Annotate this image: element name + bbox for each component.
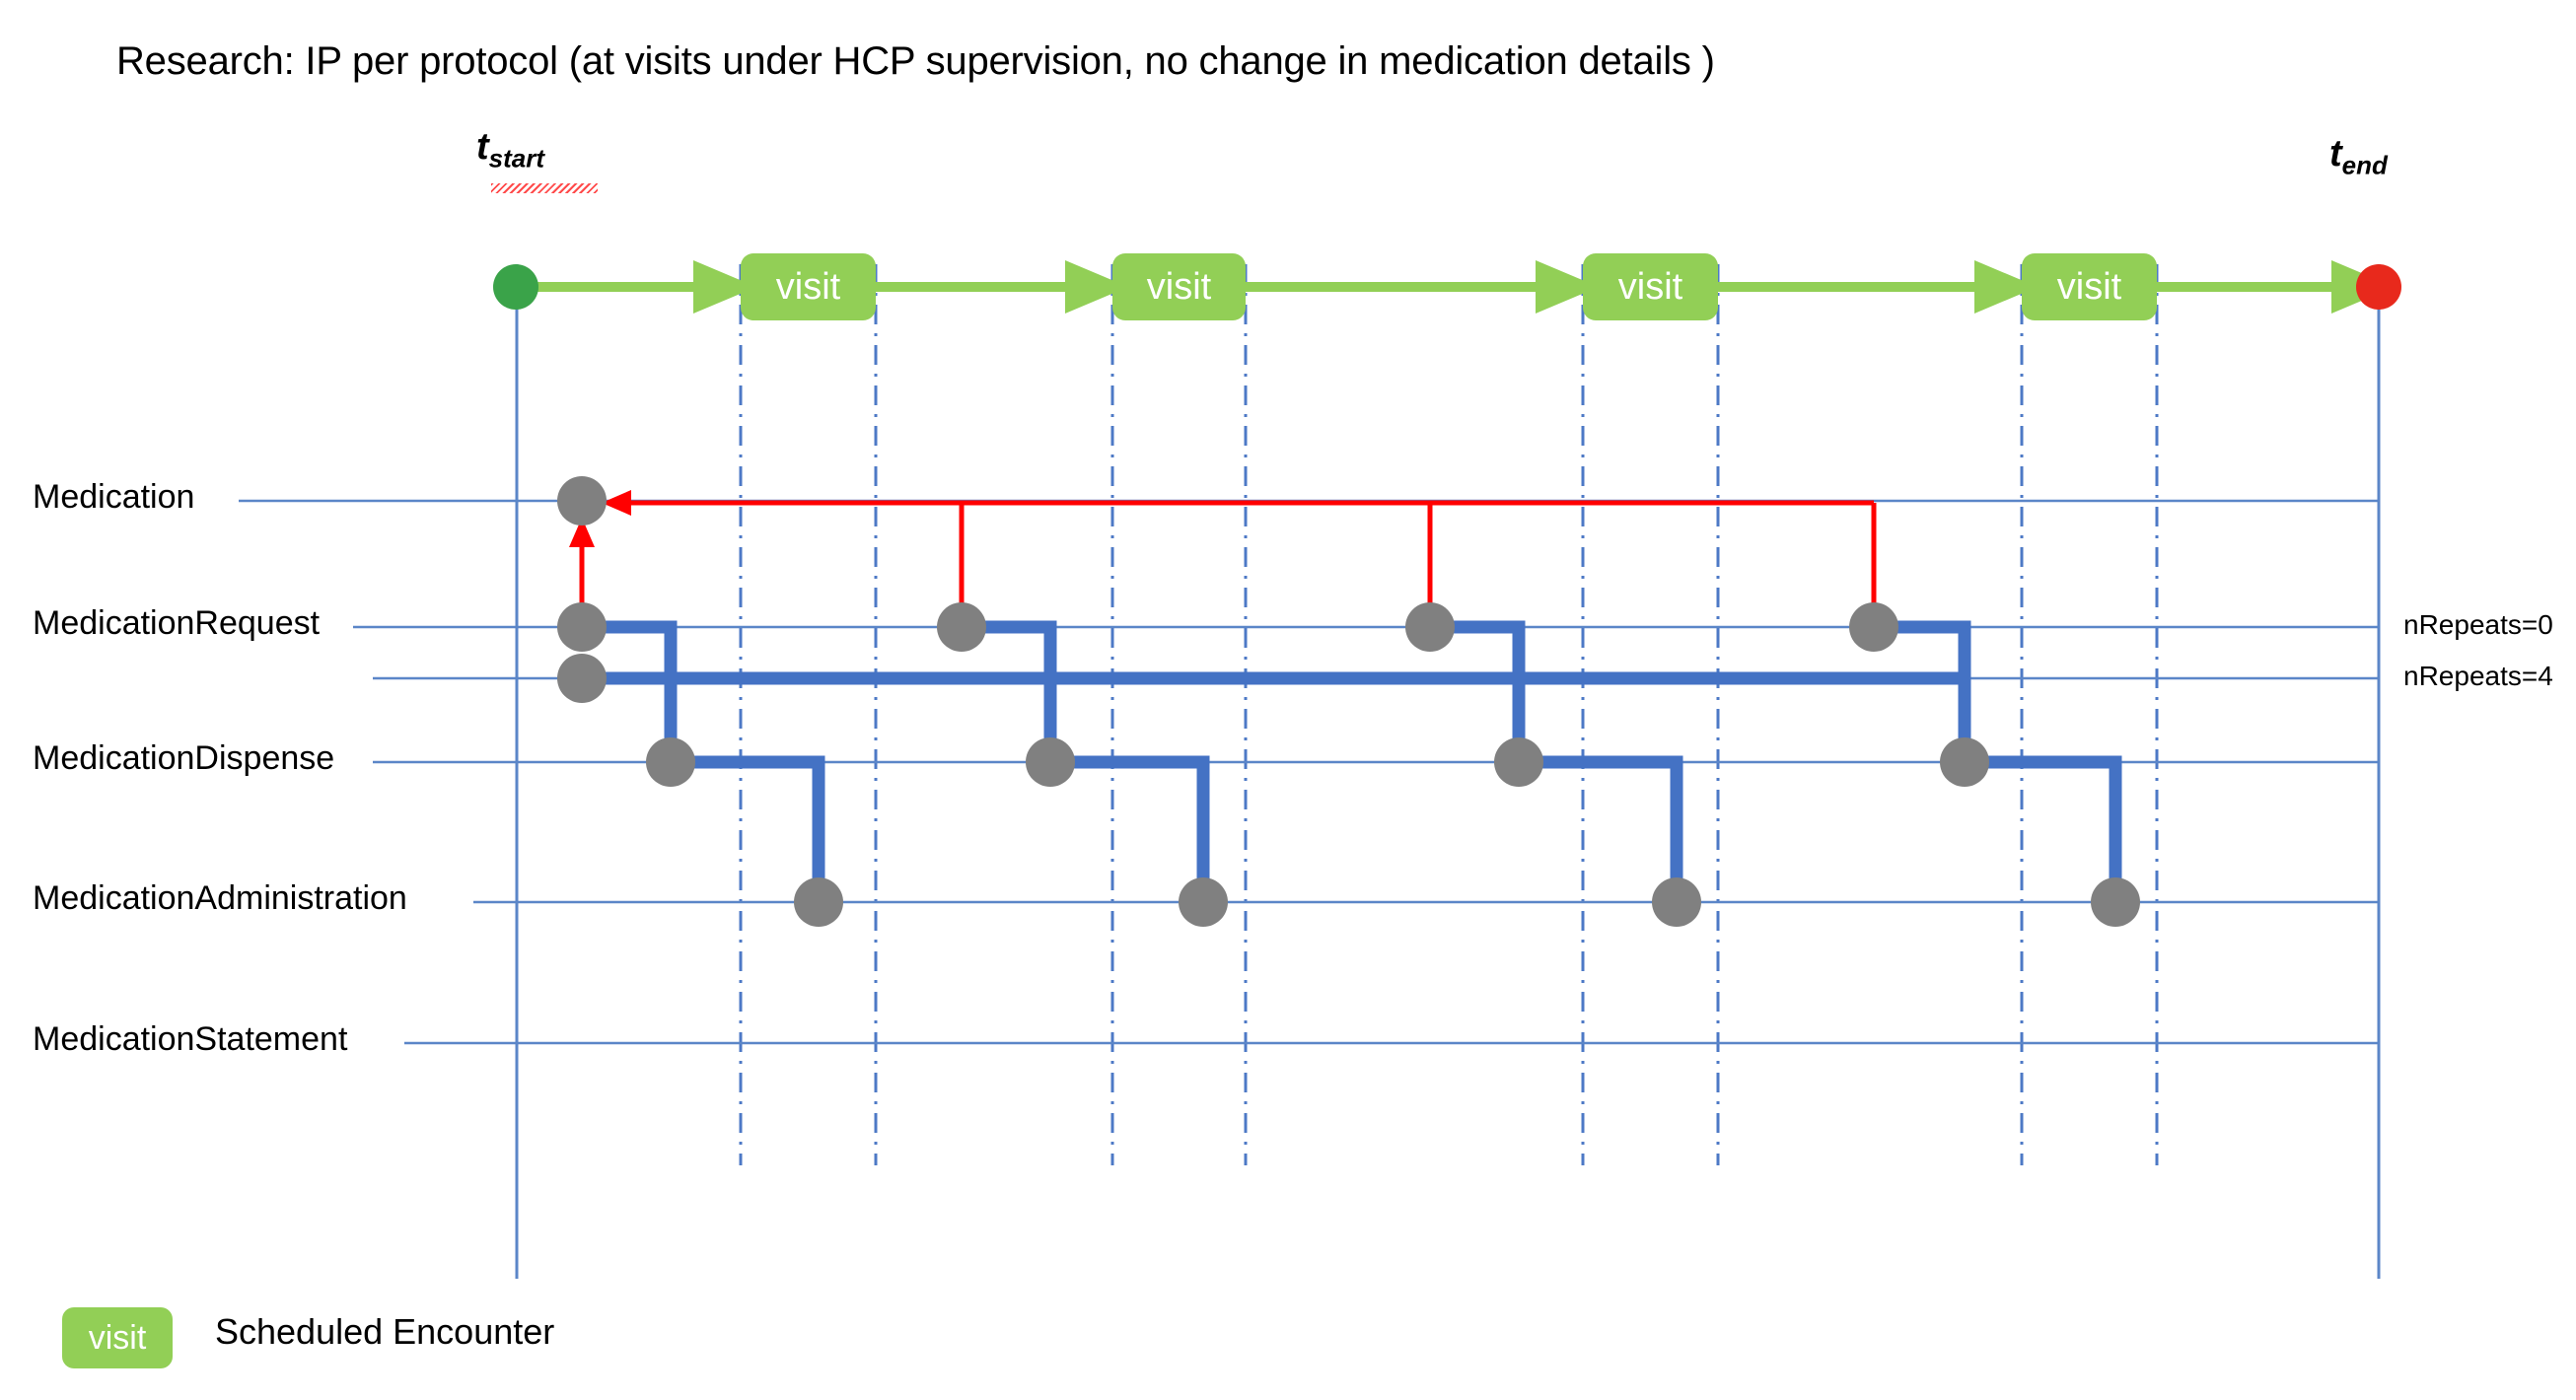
annotation-nrepeats-0: nRepeats=0 (2403, 609, 2553, 640)
t-start-label-main: t (476, 126, 489, 168)
node-medication-request (937, 602, 986, 652)
node-medication-request-repeat (557, 654, 607, 703)
node-medication-request (1849, 602, 1898, 652)
t-end-label: tend (2329, 133, 2388, 180)
visit-boundary-lines (739, 264, 2159, 1165)
row-label-medication-statement: MedicationStatement (33, 1020, 348, 1058)
node-medication-administration (1179, 877, 1228, 927)
lane-lines (239, 499, 2379, 1045)
node-medication-administration (2091, 877, 2140, 927)
node-medication-dispense (1026, 737, 1075, 787)
row-label-medication-request: MedicationRequest (33, 604, 321, 642)
visit-box-2[interactable]: visit (1112, 253, 1246, 320)
node-medication-dispense (1494, 737, 1543, 787)
t-end-label-sub: end (2341, 150, 2388, 180)
event-nodes (557, 476, 2140, 927)
timeline-end-dot (2356, 264, 2401, 310)
visit-box-1[interactable]: visit (741, 253, 876, 320)
annotation-nrepeats-4: nRepeats=4 (2403, 661, 2553, 691)
row-label-medication: Medication (33, 478, 195, 516)
row-label-medication-administration: MedicationAdministration (33, 879, 407, 917)
workflow-connectors (582, 620, 2122, 902)
node-medication-request (1405, 602, 1455, 652)
row-label-medication-dispense: MedicationDispense (33, 739, 335, 777)
t-start-label: tstart (476, 126, 544, 174)
visit-box-3[interactable]: visit (1583, 253, 1718, 320)
spellcheck-squiggle-icon (491, 183, 598, 193)
node-medication-administration (794, 877, 843, 927)
node-medication-dispense (646, 737, 695, 787)
legend-visit-description: Scheduled Encounter (215, 1311, 555, 1352)
node-medication-request (557, 602, 607, 652)
page-title: Research: IP per protocol (at visits und… (116, 39, 1715, 83)
timeline-start-dot (493, 264, 538, 310)
node-medication-dispense (1940, 737, 1989, 787)
legend-visit-chip: visit (62, 1307, 173, 1368)
node-medication-administration (1652, 877, 1701, 927)
t-end-label-main: t (2329, 133, 2342, 175)
medication-reference-arrows (569, 490, 1877, 614)
axis-verticals (515, 264, 2381, 1279)
visit-box-4[interactable]: visit (2022, 253, 2157, 320)
node-medication (557, 476, 607, 525)
t-start-label-sub: start (488, 143, 545, 174)
